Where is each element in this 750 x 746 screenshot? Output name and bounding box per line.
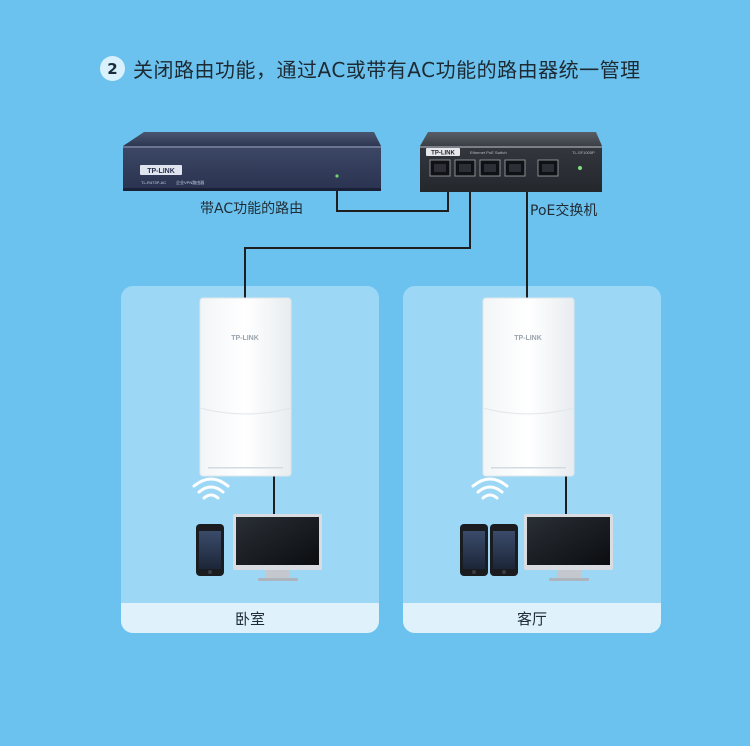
- ac-router: TP-LINK TL-R473P-AC 企业VPN路由器: [123, 132, 381, 191]
- smartphone-icon: [490, 524, 518, 576]
- room-label-bedroom: 卧室: [234, 609, 265, 628]
- ap-brand: TP-LINK: [231, 335, 259, 342]
- smartphone-icon: [196, 524, 224, 576]
- switch-model: TL-SF1005P: [572, 150, 595, 155]
- router-model: TL-R473P-AC: [141, 180, 166, 185]
- switch-brand: TP-LINK: [431, 151, 455, 157]
- wireless-ap-bedroom: TP-LINK: [199, 297, 292, 477]
- switch-label: PoE交换机: [530, 203, 598, 219]
- cable-router-to-switch: [336, 185, 449, 212]
- router-logo-badge: [140, 165, 182, 175]
- router-brand: TP-LINK: [147, 168, 175, 175]
- switch-power-led: [578, 166, 582, 170]
- step-number-badge: 2: [100, 56, 125, 81]
- router-label: 带AC功能的路由: [200, 201, 304, 217]
- ap-brand: TP-LINK: [514, 335, 542, 342]
- desktop-monitor-icon: [233, 514, 322, 581]
- cables: [244, 185, 567, 516]
- wireless-ap-living-room: TP-LINK: [482, 297, 575, 477]
- step-heading: 2 关闭路由功能，通过AC或带有AC功能的路由器统一管理: [100, 54, 641, 83]
- switch-ports: [429, 159, 559, 177]
- router-model-desc: 企业VPN路由器: [176, 179, 204, 185]
- switch-logo-badge: [426, 148, 460, 156]
- room-label-living-room: 客厅: [516, 609, 547, 628]
- heading-text: 关闭路由功能，通过AC或带有AC功能的路由器统一管理: [133, 58, 641, 82]
- room-label-bar: 客厅: [403, 603, 661, 633]
- desktop-monitor-icon: [524, 514, 613, 581]
- room-label-bar: 卧室: [121, 603, 379, 633]
- switch-desc: Ethernet PoE Switch: [470, 150, 507, 155]
- poe-switch: TP-LINK Ethernet PoE Switch TL-SF1005P: [420, 132, 602, 192]
- wifi-signal-icon: [192, 477, 230, 500]
- wifi-signal-icon: [471, 477, 509, 500]
- cable-switch-to-bedroom-ap: [244, 185, 471, 298]
- smartphone-icon: [460, 524, 488, 576]
- router-status-led: [335, 174, 339, 178]
